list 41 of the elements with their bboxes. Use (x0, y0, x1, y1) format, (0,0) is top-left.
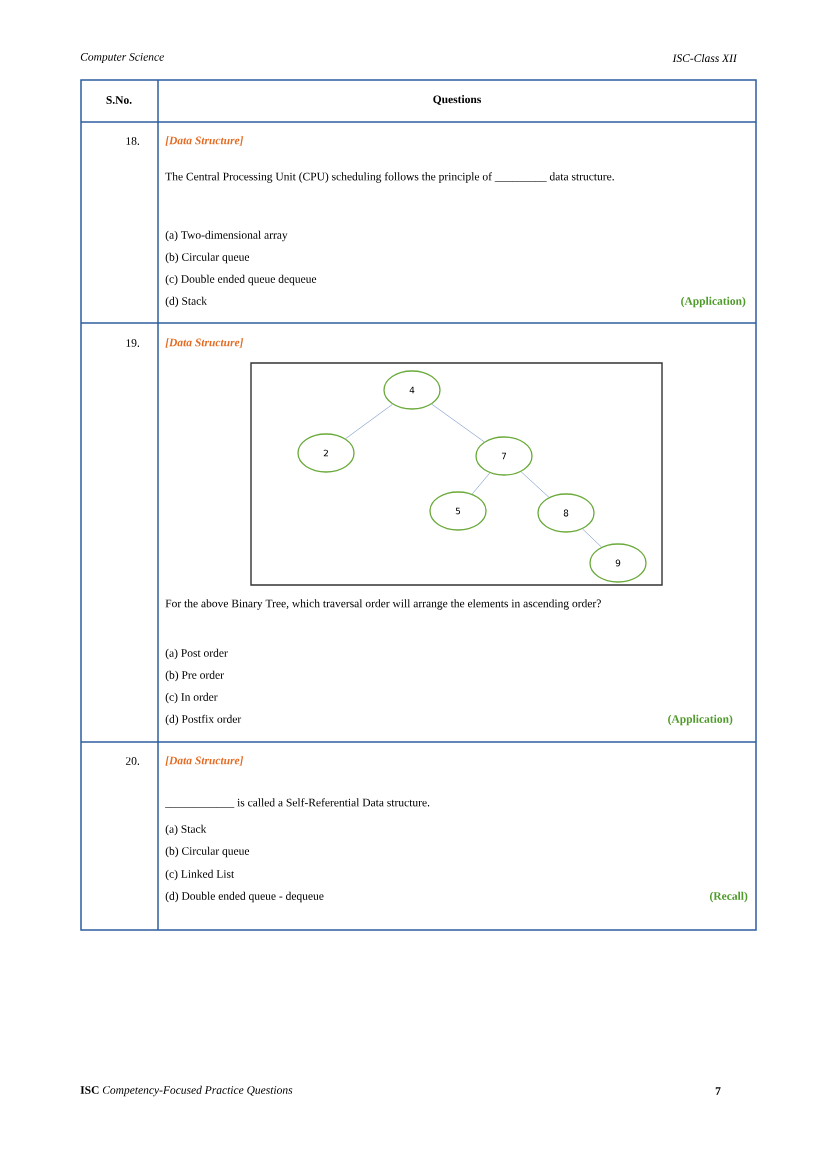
option-text: (c) Double ended queue dequeue (165, 274, 317, 286)
question-text: The Central Processing Unit (CPU) scheduling follows the principle of _________ data structure. (165, 172, 614, 183)
column-header: Questions (433, 95, 481, 105)
topic-tag: [Data Structure] (165, 338, 244, 348)
tree-edge (520, 471, 550, 498)
option-text: (d) Double ended queue - dequeue (165, 891, 324, 903)
row-number: 20. (125, 757, 140, 765)
tree-edge (345, 403, 393, 440)
tree-node: 9 (589, 543, 647, 583)
option-text: (b) Pre order (165, 670, 224, 682)
header-text: ISC-Class XII (672, 53, 738, 63)
topic-tag: [Data Structure] (165, 136, 244, 146)
option-text: (a) Stack (165, 824, 207, 836)
header-text: Computer Science (80, 52, 164, 64)
option-text: (b) Circular queue (165, 252, 250, 264)
row-number: 18. (126, 137, 140, 145)
option-text: (a) Two-dimensional array (165, 230, 288, 242)
page-number: 7 (715, 1087, 721, 1095)
tree-edge (471, 472, 491, 495)
option-text: (c) In order (165, 692, 218, 704)
option-text: (c) Linked List (165, 869, 235, 881)
option-text: (d) Stack (165, 296, 208, 308)
question-text: For the above Binary Tree, which traversal order will arrange the elements in ascending order? (165, 599, 601, 610)
option-text: (a) Post order (165, 648, 228, 660)
row-number: 19. (126, 339, 140, 347)
footer-text: ISC Competency-Focused Practice Questions (80, 1085, 293, 1097)
option-text: (d) Postfix order (165, 714, 242, 726)
tree-edge (582, 528, 602, 548)
level-tag: (Application) (668, 714, 733, 726)
topic-tag: [Data Structure] (165, 756, 244, 766)
tree-node: 2 (297, 433, 355, 473)
tree-node: 4 (383, 370, 441, 410)
column-header: S.No. (106, 96, 132, 104)
level-tag: (Application) (681, 296, 746, 308)
level-tag: (Recall) (710, 891, 748, 903)
tree-node: 5 (429, 491, 487, 531)
tree-node: 7 (475, 436, 533, 476)
option-text: (b) Circular queue (165, 846, 250, 858)
question-text: ____________ is called a Self-Referential Data structure. (165, 798, 430, 808)
tree-edge (431, 403, 485, 443)
tree-node: 8 (537, 493, 595, 533)
